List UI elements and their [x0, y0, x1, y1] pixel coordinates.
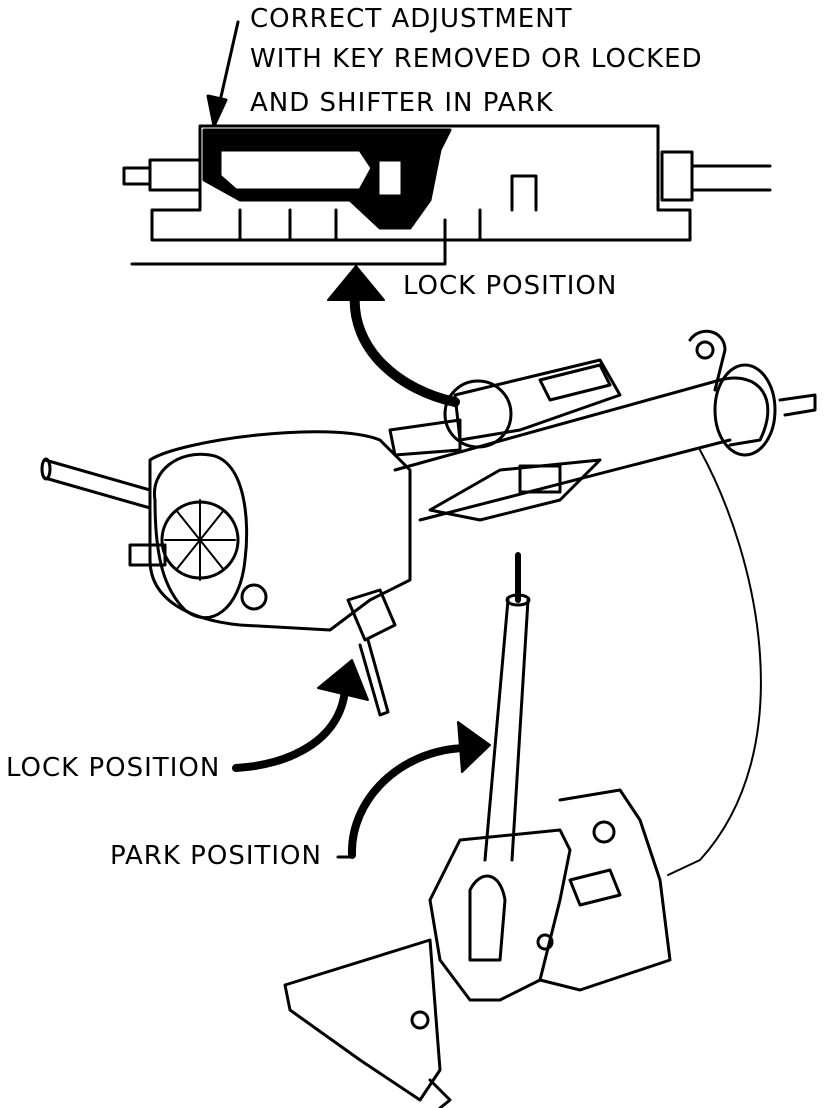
cable-clamp: [568, 868, 622, 907]
rod-end-left: [148, 158, 202, 192]
lock-mechanism-detail: [122, 20, 772, 266]
lock-bracket: [453, 358, 622, 442]
lock-actuator-window: [218, 148, 374, 192]
lock-position-label-top: LOCK POSITION: [403, 271, 618, 301]
shifter-assembly: [283, 552, 672, 1108]
adjustment-title-line-1: CORRECT ADJUSTMENT: [250, 4, 573, 34]
shift-cable: [667, 449, 762, 876]
housing-slots: [238, 208, 482, 242]
rod-tip-left: [122, 166, 152, 186]
ignition-lock-cylinder: [346, 588, 397, 642]
steering-head-housing: [148, 430, 412, 632]
steering-column: [40, 329, 817, 717]
column-support-bracket: [428, 458, 602, 522]
lock-pawl: [376, 158, 404, 198]
title-leader-arrowhead: [206, 94, 228, 128]
park-position-label: PARK POSITION: [110, 841, 322, 871]
bracket-hole: [592, 820, 616, 844]
base-foot: [428, 1078, 452, 1108]
ignition-key: [358, 638, 390, 717]
housing-tab: [510, 174, 538, 212]
cable-fitting: [660, 150, 694, 202]
lever-collar: [505, 593, 531, 607]
lock-arrow-ignition: [232, 659, 369, 772]
shift-lever: [483, 598, 530, 862]
base-bolt: [410, 1010, 430, 1030]
lock-base-line: [130, 218, 447, 266]
adjustment-title-line-3: AND SHIFTER IN PARK: [250, 88, 554, 118]
shifter-base-plate: [283, 938, 442, 1102]
column-shaft-stub: [778, 393, 817, 417]
support-bracket-window: [518, 464, 562, 494]
title-leader-line: [216, 20, 240, 112]
shifter-mount-bracket: [538, 788, 672, 992]
lock-position-label-ignition: LOCK POSITION: [6, 753, 221, 783]
ignition-lamp-hole: [240, 583, 268, 611]
mounting-eye-hole: [695, 340, 715, 360]
adjustment-title-line-2: WITH KEY REMOVED OR LOCKED: [250, 44, 703, 74]
shaft-stub-end: [40, 457, 52, 481]
column-end-flange: [718, 376, 770, 447]
mounting-eye: [688, 329, 727, 392]
column-clamp: [388, 418, 462, 457]
hub-splines: [164, 499, 236, 581]
steering-shaft-stub: [43, 458, 152, 510]
pivot-bolt: [536, 933, 554, 951]
column-tube: [393, 378, 732, 522]
lock-housing: [150, 124, 692, 242]
park-arrow: [347, 721, 491, 859]
cable-end: [690, 164, 772, 192]
steering-head-face: [153, 452, 249, 620]
lock-switch: [538, 363, 612, 402]
shifter-housing: [428, 828, 572, 1002]
shifter-detent-window: [468, 874, 507, 962]
steering-shaft-nut: [128, 543, 167, 567]
column-end-plate: [713, 363, 777, 457]
lock-arrow-top: [327, 265, 460, 407]
